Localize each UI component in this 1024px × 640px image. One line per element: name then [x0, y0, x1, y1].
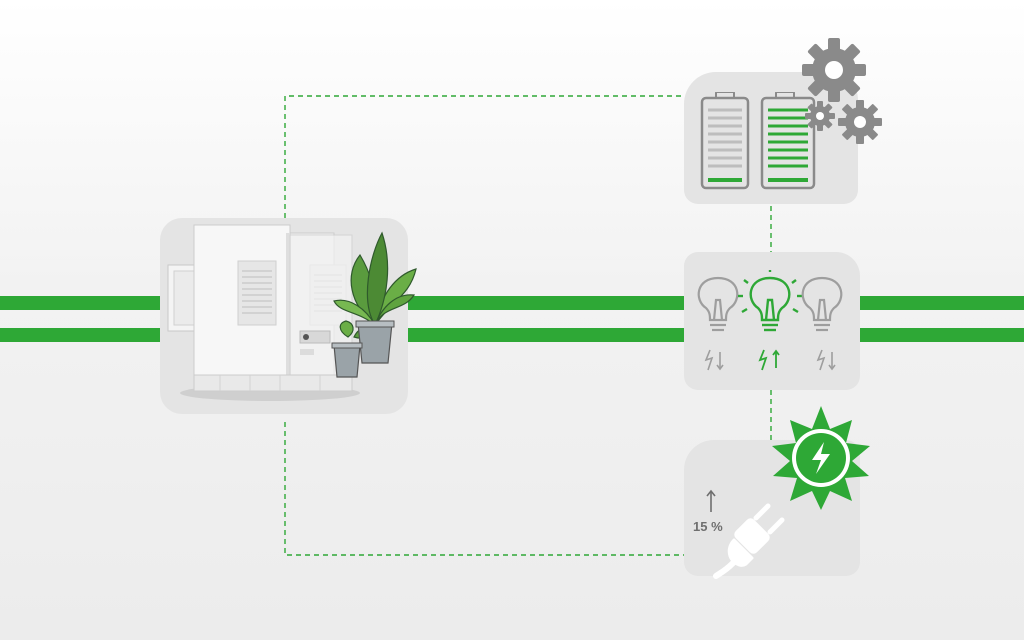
energy-storage-cabinet-image	[167, 224, 360, 401]
connector-top	[284, 95, 685, 218]
sun-badge-icon	[772, 406, 870, 510]
connector-bottom	[284, 422, 685, 556]
potted-plant-image	[331, 231, 417, 378]
arrow-up-icon	[706, 489, 716, 512]
light-bulb-icon	[697, 270, 843, 371]
increase-percentage-label: 15 %	[693, 519, 723, 534]
battery-icon	[700, 92, 816, 190]
gear-icon	[802, 38, 882, 144]
power-plug-icon	[713, 503, 785, 579]
